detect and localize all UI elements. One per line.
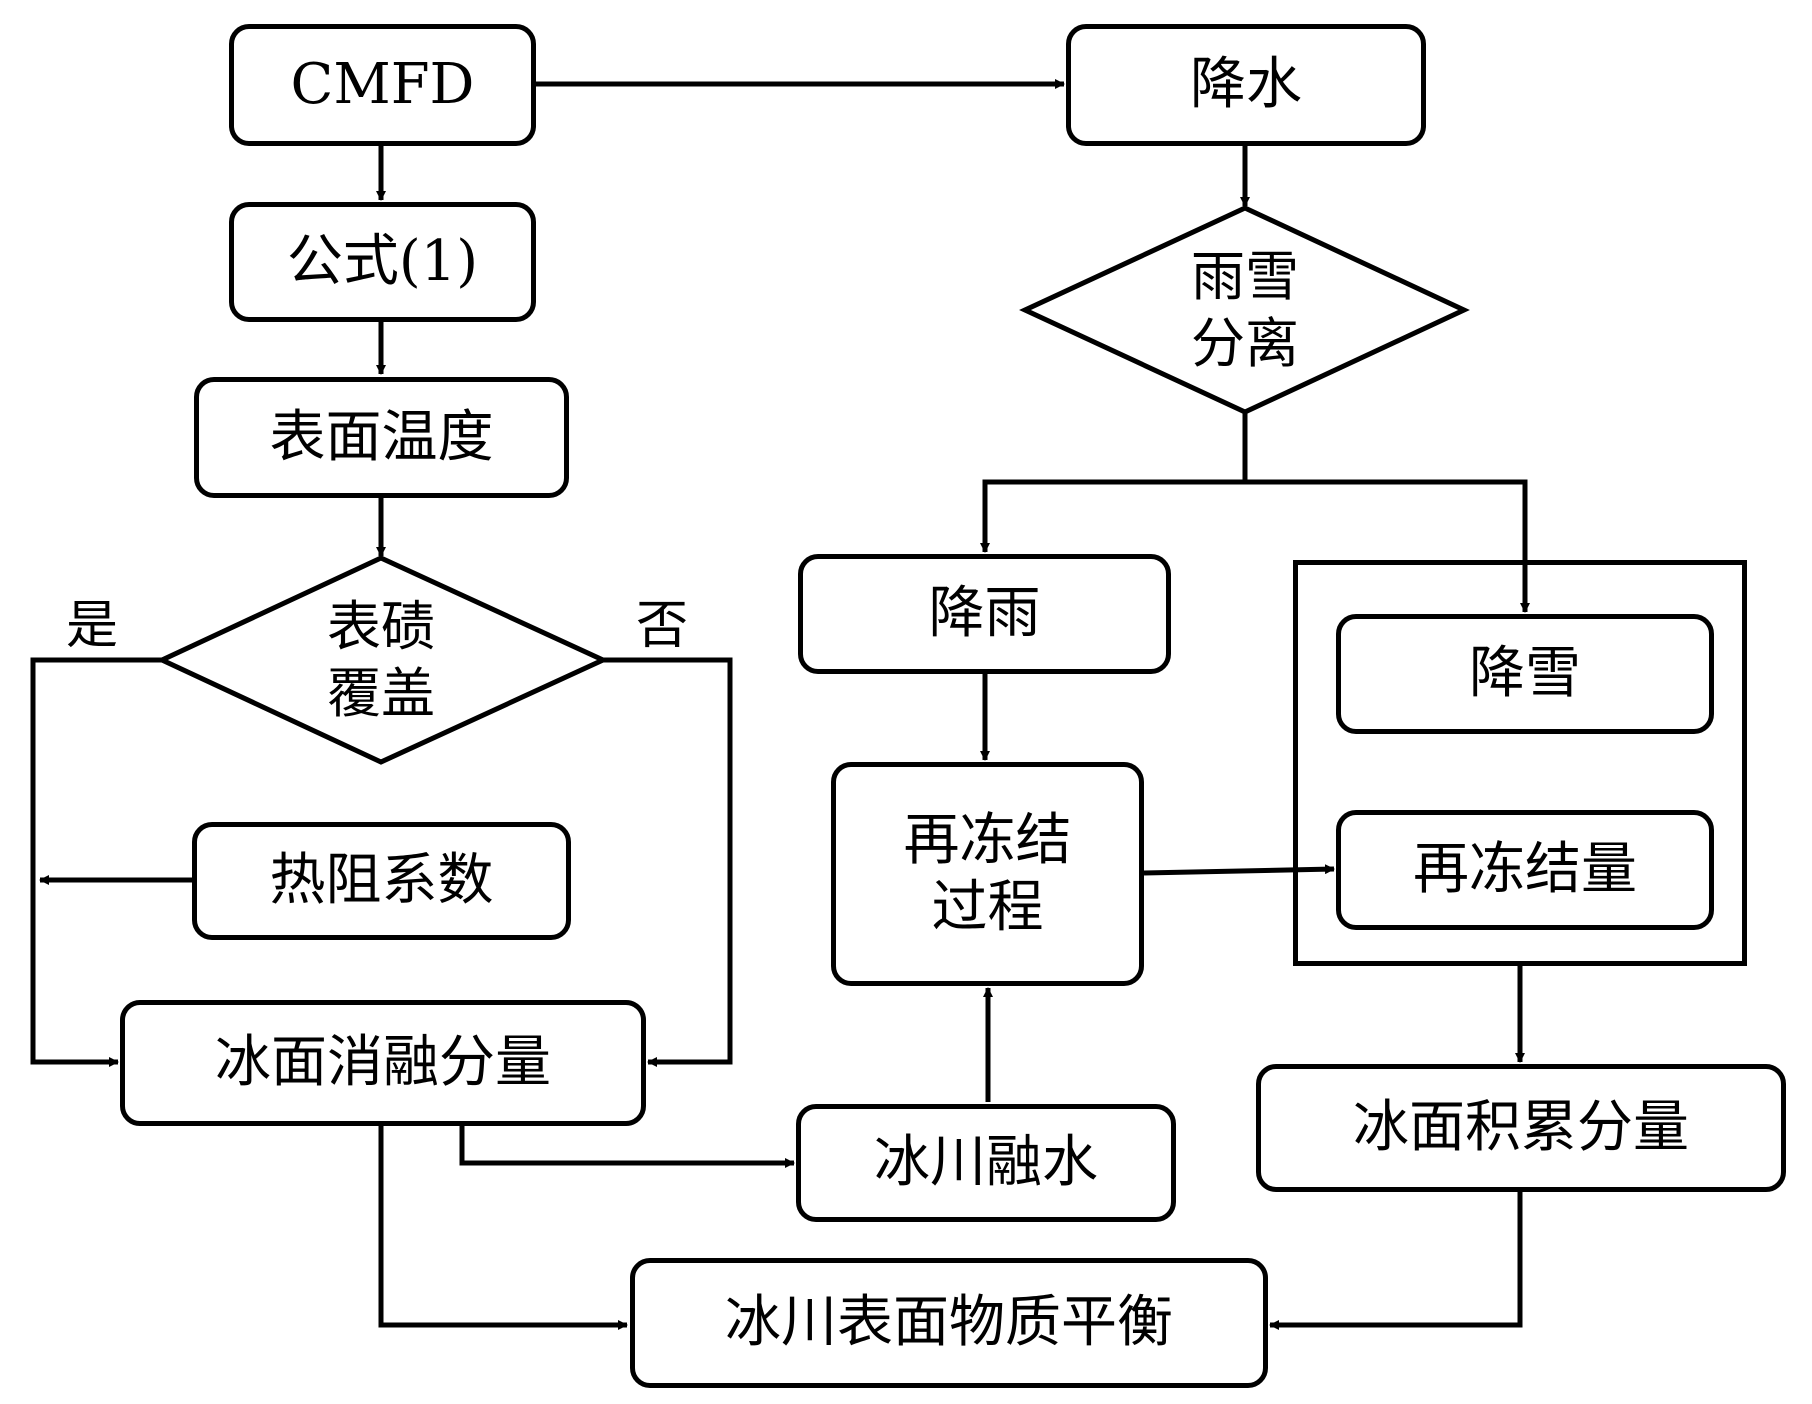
arrow-no-branch — [603, 657, 733, 1067]
thermal-resistance-label: 热阻系数 — [269, 848, 494, 914]
ice-accumulation-component-label: 冰面积累分量 — [1353, 1095, 1689, 1161]
precipitation-box: 降水 — [1066, 24, 1426, 146]
arrow-melt-to-meltwater — [459, 1126, 795, 1168]
arrow-split-to-rainfall — [980, 412, 1248, 553]
surface-temperature-box: 表面温度 — [194, 377, 569, 498]
formula-box: 公式(1) — [229, 202, 536, 322]
refreeze-amount-box: 再冻结量 — [1336, 810, 1714, 930]
no-branch-label: 否 — [636, 596, 689, 656]
glacier-meltwater-label: 冰川融水 — [874, 1130, 1098, 1196]
arrow-accumulation-to-mass-balance — [1269, 1192, 1523, 1330]
refreeze-amount-label: 再冻结量 — [1413, 837, 1637, 903]
mass-balance-label: 冰川表面物质平衡 — [725, 1290, 1173, 1356]
ice-accumulation-component-box: 冰面积累分量 — [1256, 1064, 1786, 1192]
surface-temperature-label: 表面温度 — [269, 404, 494, 470]
rain-snow-line-2: 分离 — [1191, 312, 1299, 375]
snow-group-frame — [1293, 560, 1747, 966]
precipitation-label: 降水 — [1190, 52, 1302, 118]
rain-snow-decision-text: 雨雪 分离 — [1130, 230, 1360, 390]
refreeze-process-box: 再冻结 过程 — [831, 762, 1144, 986]
rainfall-label: 降雨 — [928, 581, 1041, 647]
debris-decision-line-1: 表碛 — [327, 594, 435, 658]
cmfd-box: CMFD — [229, 24, 536, 146]
mass-balance-box: 冰川表面物质平衡 — [630, 1258, 1268, 1388]
glacier-meltwater-box: 冰川融水 — [796, 1104, 1176, 1222]
formula-label: 公式(1) — [286, 229, 479, 295]
snowfall-label: 降雪 — [1469, 641, 1581, 707]
ice-melt-component-label: 冰面消融分量 — [215, 1030, 551, 1096]
refreeze-process-line-2: 过程 — [931, 875, 1044, 940]
rainfall-box: 降雨 — [798, 554, 1171, 674]
thermal-resistance-box: 热阻系数 — [192, 822, 571, 940]
refreeze-process-line-1: 再冻结 — [903, 807, 1072, 873]
rain-snow-line-1: 雨雪 — [1191, 244, 1299, 308]
arrow-melt-to-mass-balance — [378, 1126, 628, 1330]
snowfall-box: 降雪 — [1336, 614, 1714, 734]
yes-branch-label: 是 — [66, 596, 119, 656]
debris-decision-line-2: 覆盖 — [327, 662, 435, 725]
arrow-split-to-snowfall — [1245, 479, 1530, 613]
ice-melt-component-box: 冰面消融分量 — [120, 1000, 646, 1126]
cmfd-label: CMFD — [290, 52, 475, 118]
debris-decision-text: 表碛 覆盖 — [262, 580, 500, 740]
arrow-yes-branch — [30, 657, 162, 1067]
debris-decision-diamond — [156, 555, 609, 765]
arrow-refreeze-process-to-amount — [1143, 864, 1335, 876]
